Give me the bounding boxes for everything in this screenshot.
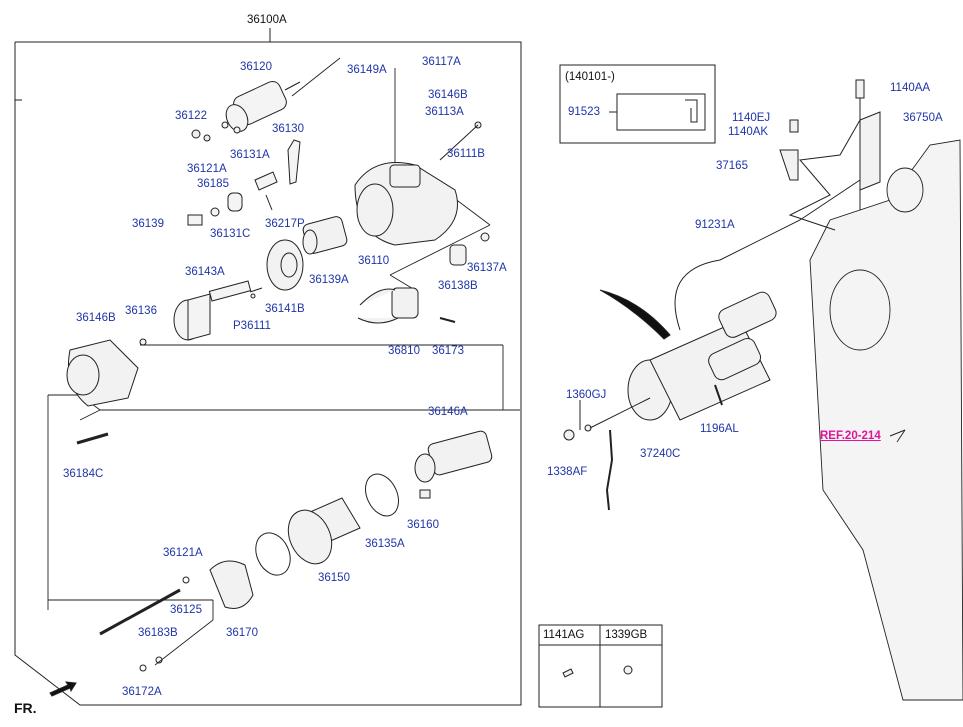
o-ring-36135A <box>365 473 399 517</box>
label-36183B[interactable]: 36183B <box>138 627 178 639</box>
label-36121A-top[interactable]: 36121A <box>187 163 227 175</box>
label-36136[interactable]: 36136 <box>125 305 157 317</box>
label-36138B[interactable]: 36138B <box>438 280 478 292</box>
label-36120[interactable]: 36120 <box>240 61 272 73</box>
label-36150[interactable]: 36150 <box>318 572 350 584</box>
label-36141B[interactable]: 36141B <box>265 303 305 315</box>
label-36135A[interactable]: 36135A <box>365 538 405 550</box>
right-bolts <box>779 79 881 230</box>
label-1140EJ[interactable]: 1140EJ <box>732 112 771 124</box>
label-36143A[interactable]: 36143A <box>185 266 225 278</box>
long-bolt <box>99 576 190 672</box>
label-36139[interactable]: 36139 <box>132 218 164 230</box>
label-36131A[interactable]: 36131A <box>230 149 270 161</box>
label-1140AK[interactable]: 1140AK <box>728 126 769 138</box>
label-36170[interactable]: 36170 <box>226 627 258 639</box>
front-arrow <box>49 681 77 697</box>
label-36160[interactable]: 36160 <box>407 519 439 531</box>
rear-cover-part <box>66 338 147 407</box>
small-nut-36122 <box>191 129 211 142</box>
label-36146B[interactable]: 36146B <box>76 312 116 324</box>
label-36146A[interactable]: 36146A <box>428 406 468 418</box>
plunger-lever <box>187 139 301 226</box>
yoke-part <box>287 497 361 565</box>
shaft-part <box>173 280 263 341</box>
pinion-part <box>302 216 348 255</box>
label-36110[interactable]: 36110 <box>358 255 390 267</box>
bearing-part <box>266 239 304 291</box>
bushing-part <box>449 232 490 266</box>
through-bolt-36184C <box>76 432 109 445</box>
label-1339GB[interactable]: 1339GB <box>605 629 648 641</box>
wiring-harness <box>674 119 861 331</box>
ref-link-20-214[interactable]: REF.20-214 <box>820 430 881 442</box>
label-36149A[interactable]: 36149A <box>347 64 387 76</box>
label-36130[interactable]: 36130 <box>272 123 304 135</box>
label-36139A[interactable]: 36139A <box>309 274 349 286</box>
label-36125[interactable]: 36125 <box>170 604 202 616</box>
label-37165[interactable]: 37165 <box>716 160 748 172</box>
ref-leader <box>889 429 906 437</box>
pointer-arrow <box>599 289 671 340</box>
label-36122[interactable]: 36122 <box>175 110 207 122</box>
label-36113A[interactable]: 36113A <box>425 106 464 118</box>
label-36185[interactable]: 36185 <box>197 178 229 190</box>
fastener-table <box>538 624 663 708</box>
label-1141AG[interactable]: 1141AG <box>543 629 585 641</box>
label-1196AL[interactable]: 1196AL <box>700 423 739 435</box>
brush-holder-36170 <box>209 560 254 609</box>
o-ring-lower <box>255 532 291 576</box>
armature-part <box>414 430 493 499</box>
label-36117A[interactable]: 36117A <box>422 56 461 68</box>
label-91523[interactable]: 91523 <box>568 106 600 118</box>
transmission-housing <box>809 139 963 701</box>
label-36121A-bottom[interactable]: 36121A <box>163 547 203 559</box>
label-91231A[interactable]: 91231A <box>695 219 735 231</box>
relay-part <box>357 287 456 324</box>
front-direction-label: FR. <box>14 700 37 716</box>
label-36131C[interactable]: 36131C <box>210 228 251 240</box>
ground-cable <box>563 397 651 511</box>
drive-housing-part <box>354 121 482 246</box>
label-1360GJ[interactable]: 1360GJ <box>566 389 607 401</box>
label-36750A[interactable]: 36750A <box>903 112 943 124</box>
label-36184C[interactable]: 36184C <box>63 468 104 480</box>
label-37240C[interactable]: 37240C <box>640 448 681 460</box>
label-36172A[interactable]: 36172A <box>122 686 162 698</box>
detail-box-140101 <box>559 64 716 144</box>
label-36100A[interactable]: 36100A <box>247 14 287 26</box>
label-36810[interactable]: 36810 <box>388 345 420 357</box>
starter-motor-assembly <box>627 291 777 421</box>
solenoid-part <box>221 80 301 134</box>
label-1140AA[interactable]: 1140AA <box>890 82 931 94</box>
label-1338AF[interactable]: 1338AF <box>547 466 588 478</box>
assembly-frame <box>14 28 522 706</box>
label-140101: (140101-) <box>565 71 615 83</box>
label-36217P[interactable]: 36217P <box>265 218 305 230</box>
label-36111B[interactable]: 36111B <box>447 148 485 160</box>
label-36137A[interactable]: 36137A <box>467 262 507 274</box>
label-36146B-top[interactable]: 36146B <box>428 89 468 101</box>
label-P36111[interactable]: P36111 <box>233 320 271 332</box>
label-36173[interactable]: 36173 <box>432 345 464 357</box>
